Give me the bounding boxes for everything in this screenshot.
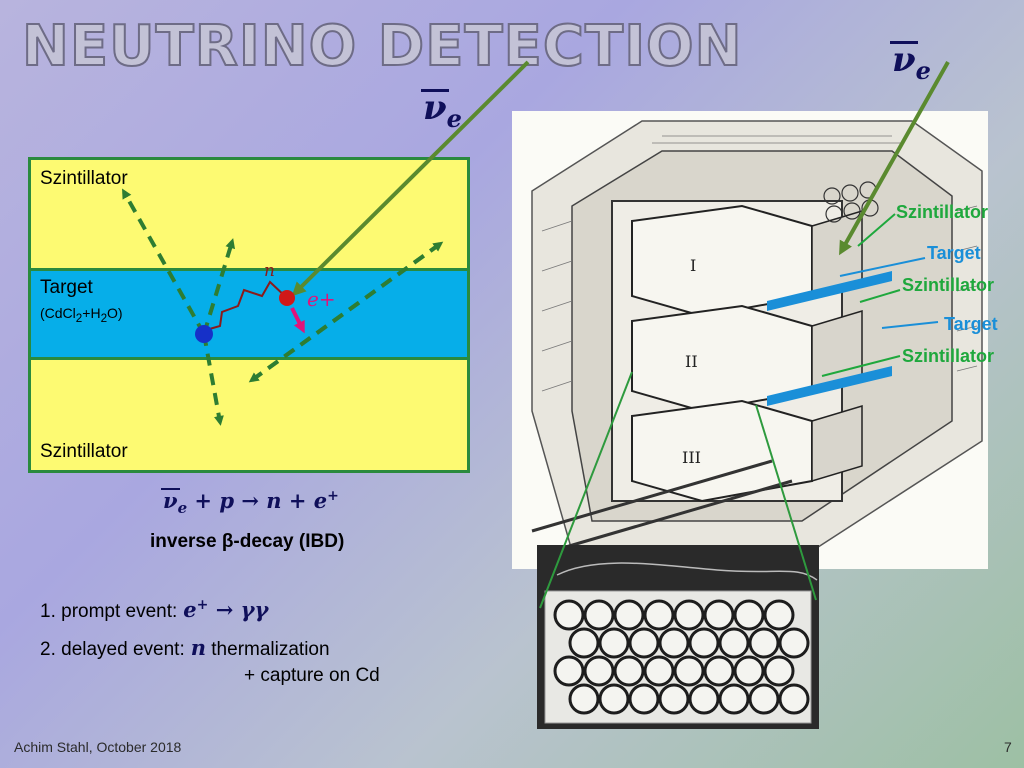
photo-label-scintillator-3: Szintillator	[902, 346, 995, 366]
positron-label: e+	[307, 287, 336, 311]
photo-label-scintillator-2: Szintillator	[902, 275, 995, 295]
gamma-arrow-3	[202, 333, 224, 426]
gamma-arrow-2	[202, 238, 236, 335]
scintillator-top-layer	[28, 157, 470, 271]
reaction-equation: νe + p → n + e+	[161, 488, 339, 518]
prompt-event: 1. prompt event:e+ → γγ	[40, 597, 269, 622]
neutrino-symbol-left: νe	[421, 88, 462, 133]
pointer-target2	[881, 321, 939, 329]
page-number: 7	[1004, 739, 1012, 755]
neutrino-arrow-left	[291, 60, 530, 297]
pointer-scint2	[859, 289, 901, 303]
gamma-arrow-4	[250, 241, 444, 382]
tank-numeral-2: II	[685, 352, 698, 371]
positron-arrow	[290, 307, 305, 334]
photo-label-target-2: Target	[944, 314, 998, 334]
photo-label-scintillator-1: Szintillator	[896, 202, 989, 222]
target-label: Target	[40, 277, 93, 298]
gamma-arrow-1	[122, 188, 206, 335]
target-composition-label: (CdCl2+H2O)	[40, 305, 123, 325]
photo-label-target-1: Target	[927, 243, 981, 263]
pmt-array-photo	[537, 545, 819, 729]
neutrino-symbol-right: νe	[890, 40, 931, 85]
reaction-caption: inverse β-decay (IBD)	[150, 531, 345, 552]
pointer-scint1	[857, 213, 896, 247]
page-title: NEUTRINO DETECTION	[21, 13, 743, 80]
scintillator-bottom-label: Szintillator	[40, 441, 128, 462]
delayed-event-line2: + capture on Cd	[244, 665, 380, 686]
pointer-scint3	[821, 355, 901, 377]
capture-point	[195, 325, 213, 343]
detector-drawing: I II III	[512, 111, 988, 569]
footer-author: Achim Stahl, October 2018	[14, 739, 182, 755]
target-layer	[28, 271, 470, 357]
delayed-event: 2. delayed event:n thermalization	[40, 635, 330, 660]
zoom-line-left	[539, 371, 633, 609]
tank-numeral-1: I	[690, 256, 696, 275]
tank-numeral-3: III	[682, 448, 701, 467]
gamma-arrow-5	[248, 242, 442, 383]
interaction-point	[279, 290, 295, 306]
scintillator-top-label: Szintillator	[40, 168, 128, 189]
zoom-line-right	[755, 404, 817, 601]
neutrino-arrow-right	[839, 61, 950, 256]
neutron-path	[205, 280, 288, 331]
pointer-target1	[839, 257, 926, 277]
neutron-label: n	[264, 261, 275, 281]
